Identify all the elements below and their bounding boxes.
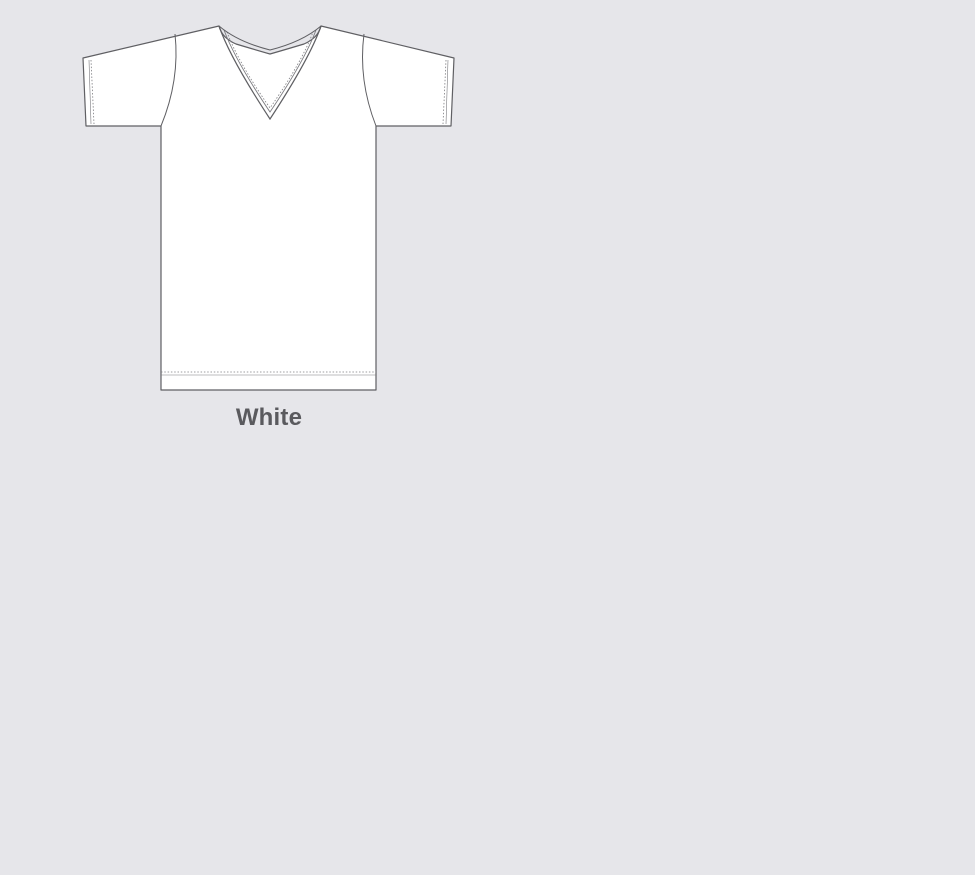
v-neck-tshirt-icon	[82, 25, 455, 391]
bottom-hem-stitching	[161, 371, 376, 376]
sleeve-hem-stitching	[88, 59, 449, 125]
neckline-trim	[218, 25, 322, 121]
color-swatch-white[interactable]: White	[78, 20, 460, 450]
sleeve-seams	[160, 33, 377, 127]
tshirt-body	[82, 25, 455, 391]
color-name-label: White	[235, 404, 303, 431]
